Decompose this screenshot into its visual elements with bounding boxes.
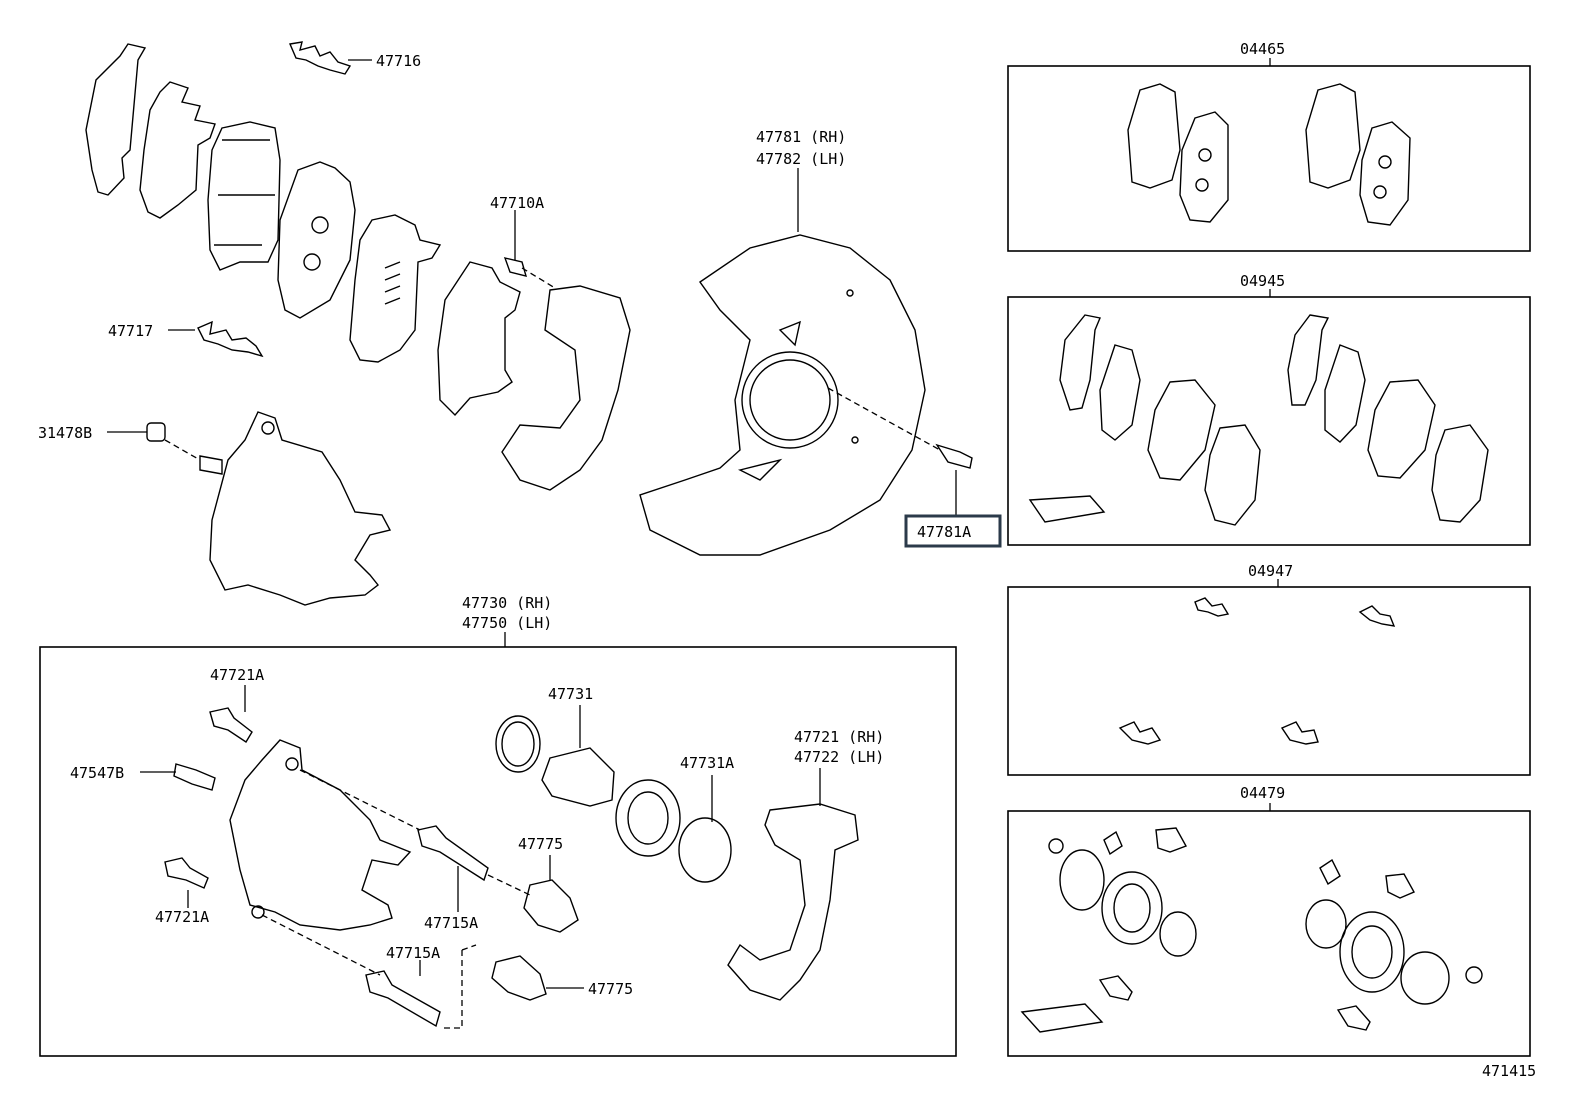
bleeder-plug-47547B <box>173 763 216 791</box>
pad-wear-indicator-clip-47717 <box>197 320 264 358</box>
guide-pin-47715A-upper <box>417 825 489 882</box>
label-47721-rh[interactable]: 47721 (RH) <box>794 728 884 746</box>
label-47717[interactable]: 47717 <box>108 322 153 340</box>
kit-04945-shims-a <box>1059 314 1261 526</box>
label-47731[interactable]: 47731 <box>548 685 593 703</box>
outer-brake-pad <box>207 121 281 271</box>
disc-brake-dust-cover <box>639 234 926 556</box>
label-47715A-lower[interactable]: 47715A <box>386 944 440 962</box>
guide-bushing-47775-lower <box>491 955 547 1001</box>
caliper-bracket-upper <box>501 285 631 491</box>
label-47781-rh[interactable]: 47781 (RH) <box>756 128 846 146</box>
dust-boot-31478B <box>146 422 166 442</box>
kit-box-04945 <box>1007 296 1531 546</box>
cylinder-boot <box>615 779 681 857</box>
grease-packet-icon-2 <box>1020 1003 1104 1033</box>
label-47721A-bottom[interactable]: 47721A <box>155 908 209 926</box>
label-47716[interactable]: 47716 <box>376 52 421 70</box>
label-31478B[interactable]: 31478B <box>38 424 92 442</box>
pad-wear-indicator-clip-47716 <box>289 41 352 75</box>
label-47722-lh[interactable]: 47722 (LH) <box>794 748 884 766</box>
kit-04947-clips <box>1118 597 1396 745</box>
outer-anti-squeal-shim <box>85 43 147 196</box>
caliper-bracket-47710A-bolt <box>503 257 528 277</box>
label-47781A[interactable]: 47781A <box>917 523 971 541</box>
guide-pin-47715A-lower <box>365 970 441 1028</box>
kit-box-04947 <box>1007 586 1531 776</box>
dust-cover-bolt-47781A <box>935 443 973 469</box>
label-47775-lower[interactable]: 47775 <box>588 980 633 998</box>
label-kit-04945[interactable]: 04945 <box>1240 272 1285 290</box>
guide-bushing-47775-upper <box>523 879 579 933</box>
bolt-47721A-top <box>209 707 253 743</box>
caliper-cylinder <box>229 739 412 931</box>
grease-packet-icon <box>1028 495 1106 523</box>
piston-47731 <box>541 747 615 807</box>
pad-support-plate <box>437 261 521 417</box>
label-47750-lh[interactable]: 47750 (LH) <box>462 614 552 632</box>
label-kit-04947[interactable]: 04947 <box>1248 562 1293 580</box>
bolt-47721A-bottom <box>164 857 209 889</box>
caliper-bracket-47721 <box>727 803 859 1001</box>
label-kit-04479[interactable]: 04479 <box>1240 784 1285 802</box>
piston-seal-ring <box>495 715 541 773</box>
kit-04465-pads-a <box>1127 83 1229 223</box>
label-47730-rh[interactable]: 47730 (RH) <box>462 594 552 612</box>
highlight-box-47781A <box>904 514 1002 548</box>
label-47721A-top[interactable]: 47721A <box>210 666 264 684</box>
label-kit-04465[interactable]: 04465 <box>1240 40 1285 58</box>
caliper-guide-bolt-upper <box>199 455 223 475</box>
label-47775-upper[interactable]: 47775 <box>518 835 563 853</box>
label-47731A[interactable]: 47731A <box>680 754 734 772</box>
kit-04479-seals-b <box>1305 858 1483 1031</box>
diagram-id: 471415 <box>1482 1062 1536 1080</box>
inner-brake-pad <box>277 161 356 319</box>
label-47710A[interactable]: 47710A <box>490 194 544 212</box>
label-47782-lh[interactable]: 47782 (LH) <box>756 150 846 168</box>
boot-set-ring-47731A <box>678 817 732 883</box>
kit-box-04465 <box>1007 65 1531 252</box>
label-47715A-upper[interactable]: 47715A <box>424 914 478 932</box>
kit-04465-pads-b <box>1305 83 1411 226</box>
anti-rattle-shim <box>349 214 442 363</box>
kit-04945-shims-b <box>1287 314 1489 523</box>
label-47547B[interactable]: 47547B <box>70 764 124 782</box>
inner-anti-squeal-shim <box>139 81 216 219</box>
kit-04479-seals-a <box>1048 827 1197 1001</box>
caliper-body-upper <box>209 411 392 606</box>
kit-box-04479 <box>1007 810 1531 1057</box>
caliper-assy-box <box>39 646 957 1057</box>
